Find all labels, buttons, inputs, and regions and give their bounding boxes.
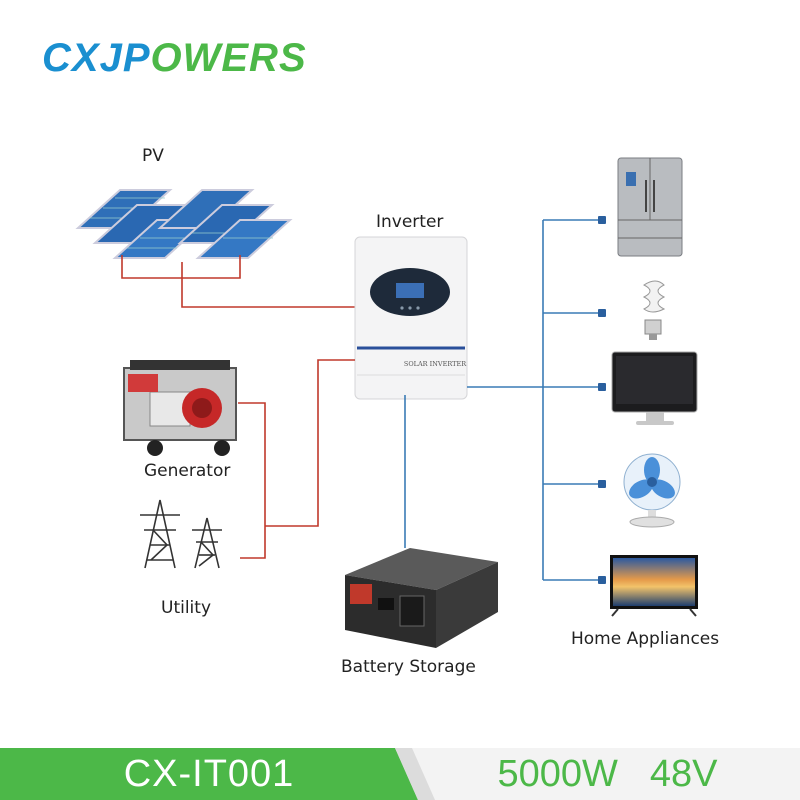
battery-storage-label: Battery Storage	[341, 657, 476, 677]
brand-logo-part1: CXJP	[42, 36, 151, 80]
tv-icon	[610, 555, 698, 617]
spec-values: 5000W 48V	[415, 748, 800, 800]
footer-banner	[0, 748, 800, 800]
plug-icons	[598, 216, 606, 584]
pv-label: PV	[142, 146, 164, 166]
refrigerator-icon	[617, 157, 683, 257]
generator-label: Generator	[144, 461, 231, 481]
pv-wire	[121, 255, 355, 308]
home-appliances-label: Home Appliances	[571, 629, 720, 649]
light-bulb-icon	[642, 280, 666, 340]
ac-output-wire	[467, 219, 600, 581]
brand-logo: CXJPOWERS	[42, 38, 307, 78]
utility-tower-icon	[140, 499, 222, 569]
brand-logo-part3: WERS	[182, 36, 307, 80]
model-number: CX-IT001	[123, 752, 295, 795]
monitor-icon	[611, 351, 698, 425]
power-rating: 5000W	[497, 752, 618, 795]
battery-icon	[345, 548, 498, 648]
grid-generator-wire	[238, 359, 355, 559]
generator-icon	[123, 360, 237, 456]
utility-label: Utility	[161, 598, 212, 618]
brand-logo-o-icon: O	[150, 36, 183, 80]
voltage-rating: 48V	[649, 752, 718, 795]
fan-icon	[623, 453, 681, 528]
inverter-panel-text: SOLAR INVERTER	[404, 360, 467, 368]
system-diagram: SOLAR INVERTER	[75, 157, 698, 648]
inverter-label: Inverter	[376, 212, 444, 232]
inverter-icon	[354, 236, 468, 400]
solar-panels-icon	[75, 189, 293, 259]
